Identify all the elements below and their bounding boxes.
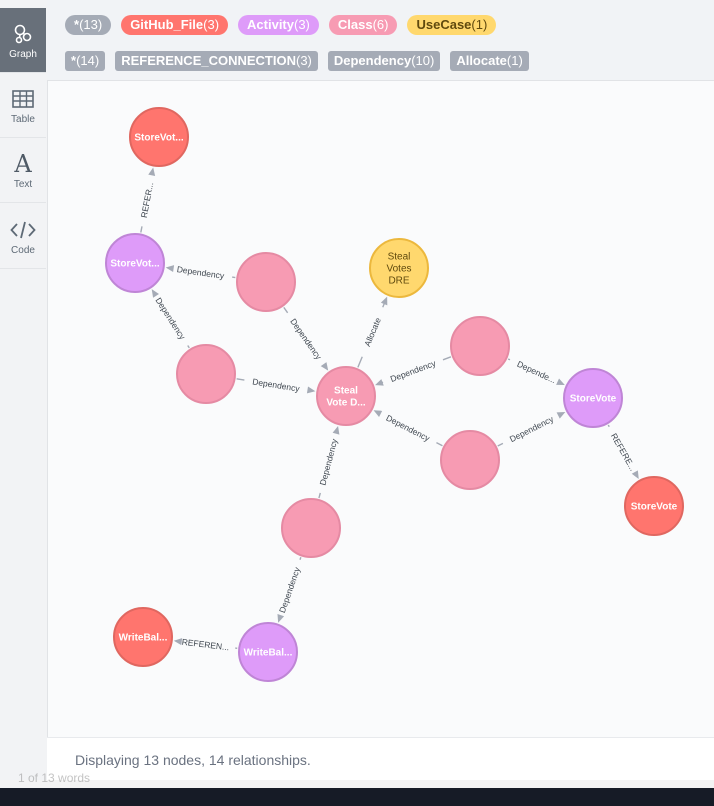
relationship-label: Dependency xyxy=(288,317,324,362)
relationship-1[interactable]: REFER... xyxy=(139,167,156,233)
node-caption: Vote D... xyxy=(326,398,365,409)
node-label-chip-github-file[interactable]: GitHub_File(3) xyxy=(121,15,229,35)
node-caption: WriteBal... xyxy=(244,648,293,659)
text-icon: A xyxy=(14,149,32,178)
legend-header: *(13) GitHub_File(3) Activity(3) Class(6… xyxy=(47,0,714,81)
node-activity[interactable]: WriteBal... xyxy=(238,622,298,682)
underlying-window-strip: 1 of 13 words xyxy=(0,771,714,788)
node-caption: StoreVote xyxy=(570,394,617,405)
node-caption: Votes xyxy=(386,264,411,275)
relationship-label: REFEREN... xyxy=(181,637,230,653)
relationship-label: Allocate xyxy=(362,316,383,348)
text-view-label: Text xyxy=(13,178,33,190)
relationship-3[interactable]: Dependency xyxy=(151,289,190,349)
relationship-7[interactable]: Dependency xyxy=(375,356,452,386)
relationship-14[interactable]: REFEREN... xyxy=(173,637,238,653)
taskbar xyxy=(0,788,714,806)
rel-type-chip-all[interactable]: *(14) xyxy=(65,51,106,71)
result-summary: Displaying 13 nodes, 14 relationships. xyxy=(75,752,311,768)
relationship-label: Dependency xyxy=(384,413,432,444)
node-class[interactable] xyxy=(236,252,296,312)
relationship-label: Dependency xyxy=(153,296,188,342)
node-activity[interactable]: StoreVote xyxy=(563,368,623,428)
relationship-label: Dependency xyxy=(389,358,438,384)
node-caption: Steal xyxy=(334,386,358,397)
node-caption: DRE xyxy=(388,276,409,287)
relationship-10[interactable]: Dependency xyxy=(497,411,566,447)
graph-icon xyxy=(12,21,34,47)
code-icon xyxy=(10,217,36,243)
relationship-5[interactable]: Dependency xyxy=(236,376,316,394)
node-caption: StoreVot... xyxy=(110,259,159,270)
node-label-chip-usecase[interactable]: UseCase(1) xyxy=(407,15,497,35)
relationship-4[interactable]: Dependency xyxy=(283,306,329,371)
node-caption: StoreVot... xyxy=(134,133,183,144)
table-icon xyxy=(12,86,34,112)
rel-type-chip-dependency[interactable]: Dependency(10) xyxy=(327,51,441,71)
relationship-types-row: *(14) REFERENCE_CONNECTION(3) Dependency… xyxy=(65,51,529,71)
node-github-file[interactable]: StoreVote xyxy=(624,476,684,536)
relationship-label: Dependency xyxy=(176,264,225,281)
relationship-label: Depende... xyxy=(516,359,558,385)
node-class[interactable] xyxy=(440,430,500,490)
node-labels-row: *(13) GitHub_File(3) Activity(3) Class(6… xyxy=(65,15,497,35)
graph-view-label: Graph xyxy=(9,48,37,60)
relationship-13[interactable]: Dependency xyxy=(277,557,302,623)
underlying-window-text: 1 of 13 words xyxy=(18,771,91,785)
relationship-6[interactable]: Allocate xyxy=(357,296,388,368)
relationship-2[interactable]: Dependency xyxy=(165,264,236,281)
result-footer: Displaying 13 nodes, 14 relationships. xyxy=(47,737,714,781)
node-label-chip-class[interactable]: Class(6) xyxy=(328,15,398,35)
node-class[interactable] xyxy=(176,344,236,404)
node-label-chip-all[interactable]: *(13) xyxy=(65,15,112,35)
relationship-label: Dependency xyxy=(252,376,301,393)
relationship-8[interactable]: Depende... xyxy=(507,358,565,385)
relationship-label: REFER... xyxy=(139,181,156,218)
relationship-label: Dependency xyxy=(318,437,340,486)
rel-type-chip-reference-connection[interactable]: REFERENCE_CONNECTION(3) xyxy=(115,51,318,71)
relationship-label: Dependency xyxy=(277,565,302,614)
relationship-12[interactable]: Dependency xyxy=(318,425,340,499)
table-view-label: Table xyxy=(11,113,35,125)
rel-type-chip-allocate[interactable]: Allocate(1) xyxy=(450,51,529,71)
code-view-label: Code xyxy=(11,244,35,256)
code-view-tab[interactable]: Code xyxy=(0,204,46,269)
node-activity[interactable]: StoreVot... xyxy=(105,233,165,293)
node-class[interactable] xyxy=(281,498,341,558)
relationship-9[interactable]: Dependency xyxy=(373,410,443,447)
node-github-file[interactable]: WriteBal... xyxy=(113,607,173,667)
node-caption: StoreVote xyxy=(631,502,678,513)
node-caption: Steal xyxy=(388,252,411,263)
table-view-tab[interactable]: Table xyxy=(0,73,46,138)
graph-view-tab[interactable]: Graph xyxy=(0,8,46,73)
nodes-layer: StoreVot...StoreVot...StealVotesDRESteal… xyxy=(105,107,684,682)
node-label-chip-activity[interactable]: Activity(3) xyxy=(238,15,319,35)
relationship-11[interactable]: REFERE... xyxy=(607,424,639,480)
node-class[interactable] xyxy=(450,316,510,376)
node-github-file[interactable]: StoreVot... xyxy=(129,107,189,167)
node-caption: WriteBal... xyxy=(119,633,168,644)
text-view-tab[interactable]: A Text xyxy=(0,138,46,203)
relationship-label: REFERE... xyxy=(609,431,638,472)
relationship-label: Dependency xyxy=(508,413,556,444)
view-switcher: Graph Table A Text Code xyxy=(0,0,48,780)
